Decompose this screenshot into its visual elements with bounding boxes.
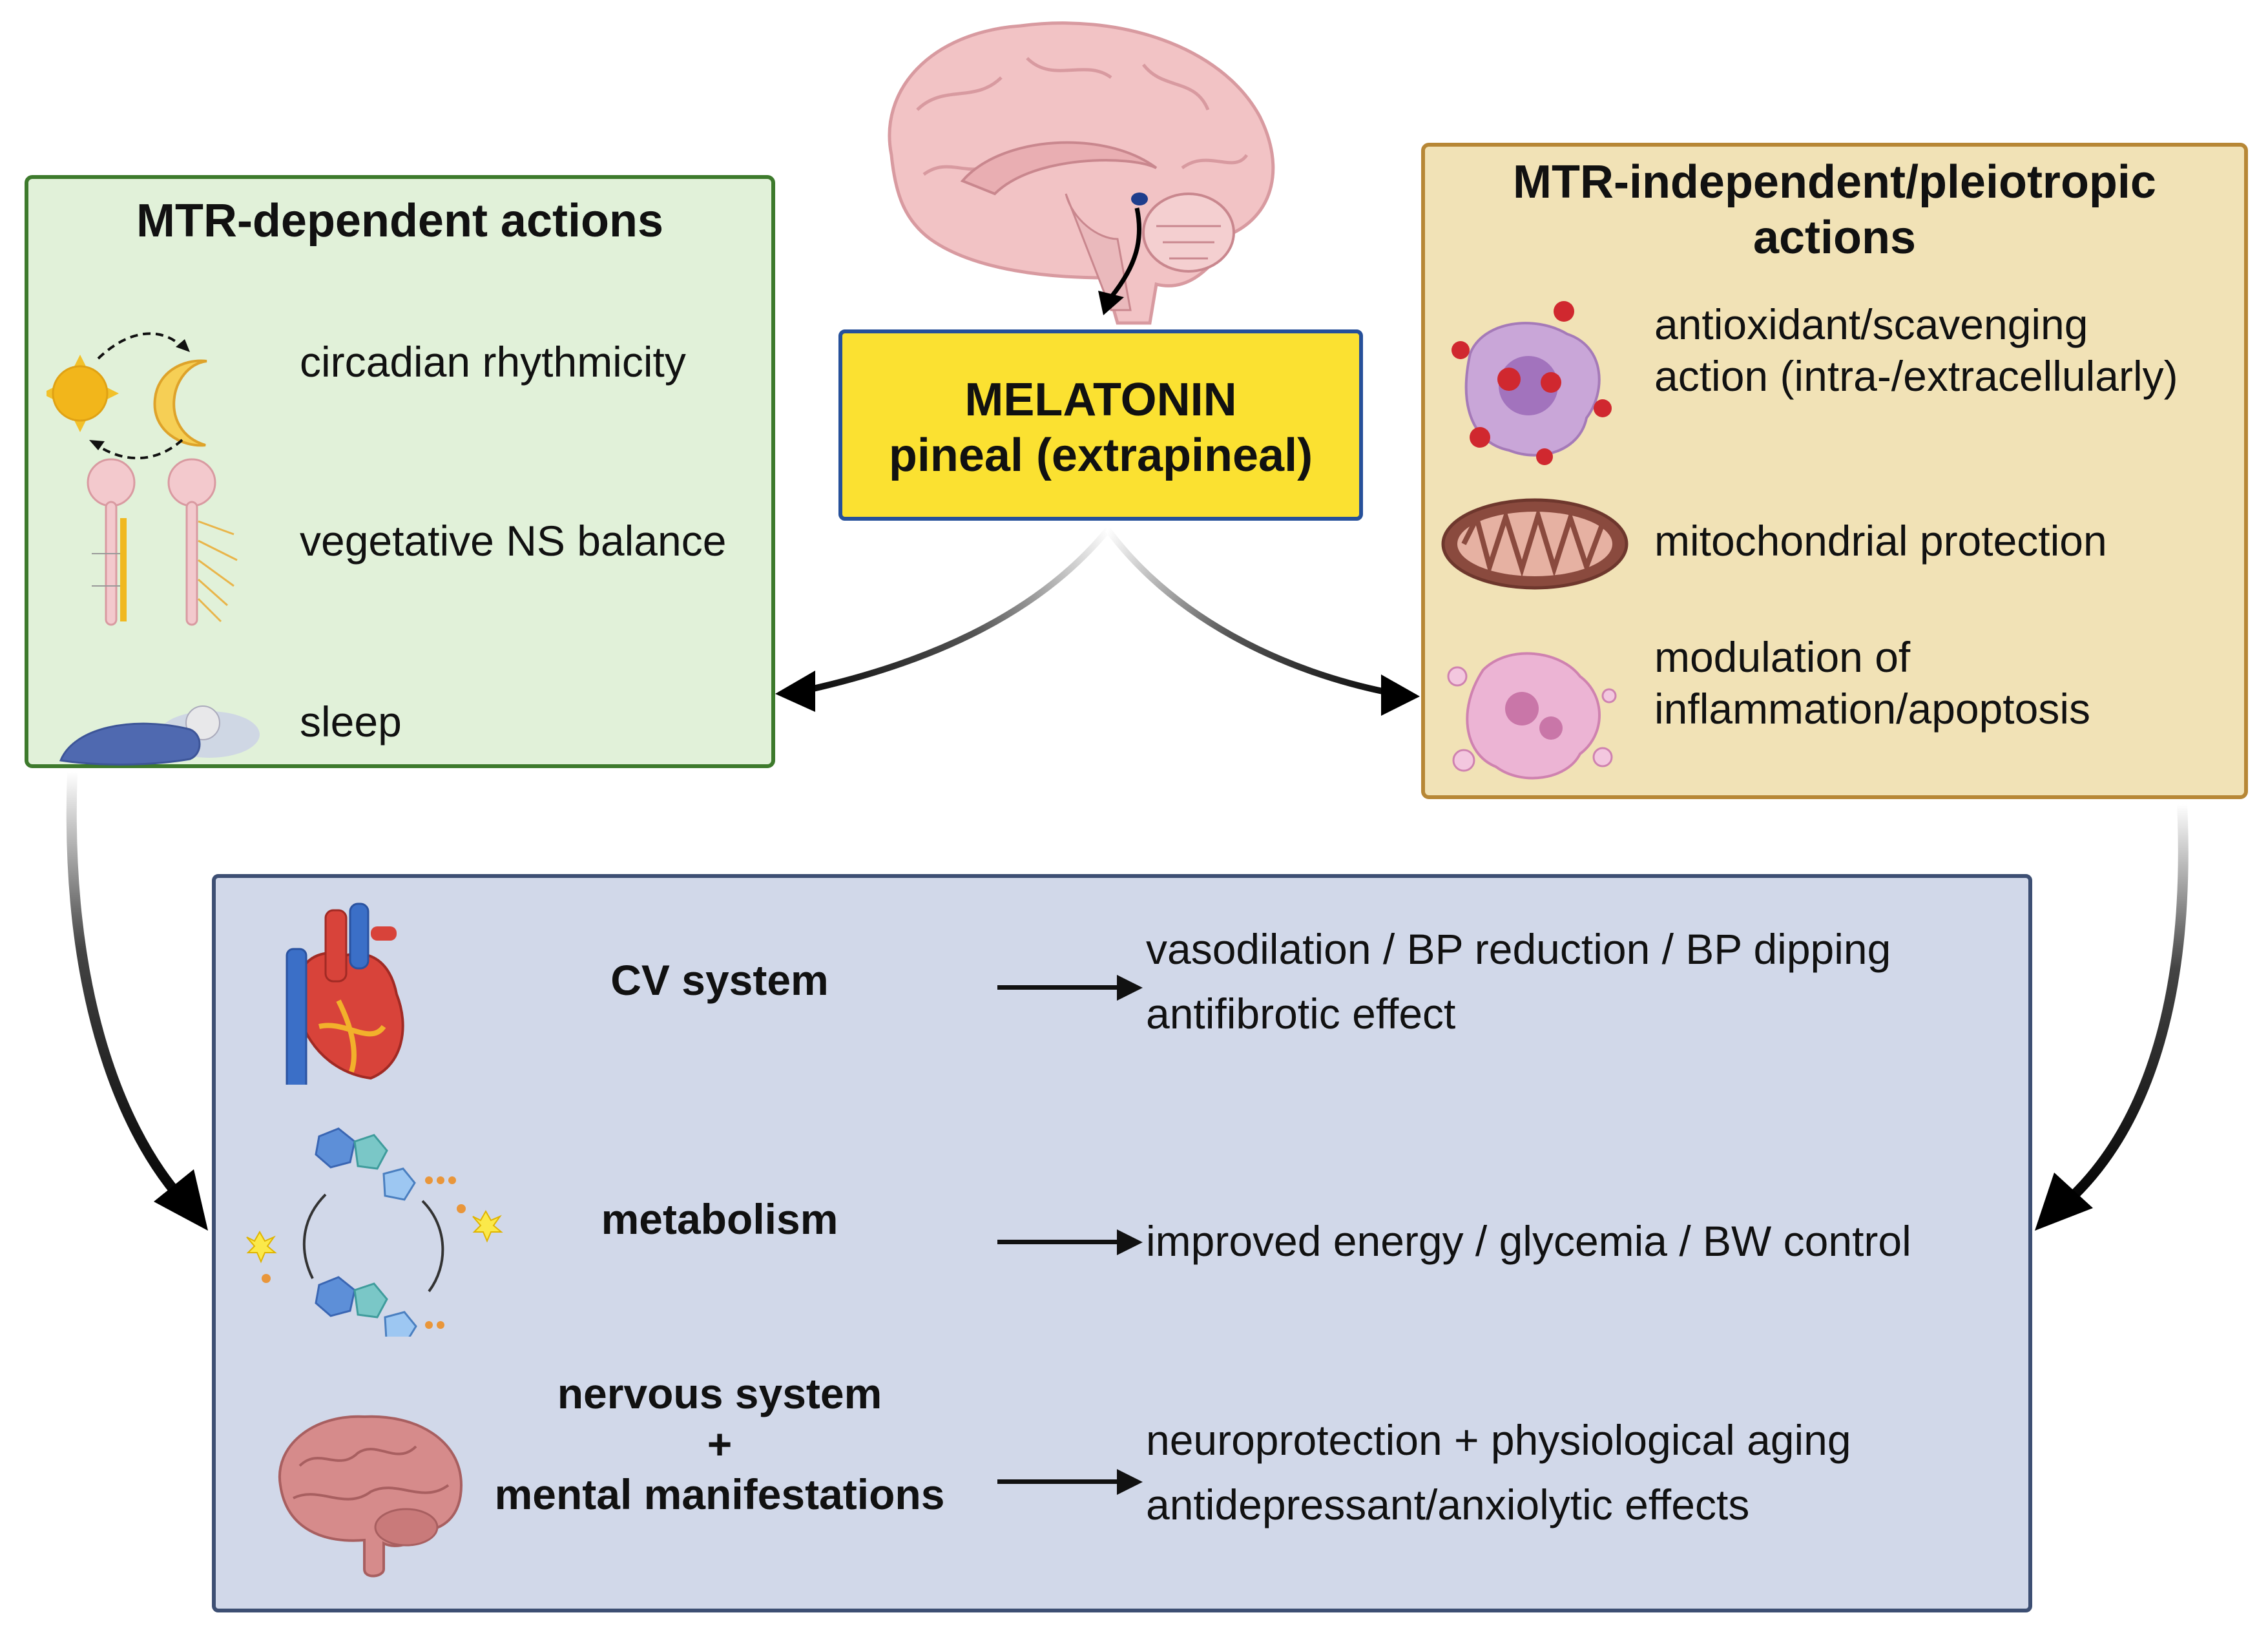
arrow-to-mtr-dependent [806, 527, 1110, 693]
mitochondrial-protection-label: mitochondrial protection [1654, 517, 2107, 565]
antioxidant-line2: action (intra-/extracellularly) [1654, 352, 2178, 400]
mitochondrion-icon [1441, 498, 1628, 590]
sleeping-person-icon [59, 705, 260, 766]
arrow-shaft-metabolism [997, 1240, 1123, 1244]
brain-icon [278, 1415, 463, 1578]
arrowhead-left [775, 671, 815, 712]
metabolic-cycle-icon [246, 1127, 503, 1337]
moon-icon [153, 359, 207, 447]
vegetative-ns-balance-label: vegetative NS balance [300, 517, 727, 565]
mtr-independent-title-line2: actions [1753, 212, 1917, 264]
nervous-effect-line2: antidepressant/anxiolytic effects [1146, 1481, 1750, 1528]
nervous-effect-line1: neuroprotection + physiological aging [1146, 1416, 1851, 1464]
arrowhead-cv [1117, 975, 1143, 1001]
mtr-independent-title-line1: MTR-independent/pleiotropic [1513, 156, 2156, 208]
sun-icon [47, 355, 119, 432]
arrow-left-to-bottom [66, 771, 185, 1202]
arrow-shaft-nervous [997, 1479, 1123, 1484]
arrowhead-bottom-left [154, 1169, 208, 1231]
arrowhead-right [1381, 674, 1420, 716]
antioxidant-line1: antioxidant/scavenging [1654, 300, 2088, 348]
nervous-system-label-line1: nervous system [557, 1370, 882, 1417]
cv-effect-line2: antifibrotic effect [1146, 990, 1456, 1038]
sleep-label: sleep [300, 698, 402, 746]
modulation-line2: inflammation/apoptosis [1654, 685, 2091, 733]
modulation-line1: modulation of [1654, 633, 1911, 681]
systemic-effects-panel: CV system vasodilation / BP reduction / … [212, 874, 2032, 1612]
melatonin-title: MELATONIN [964, 374, 1237, 426]
cv-system-label: CV system [610, 956, 829, 1004]
arrow-shaft-cv [997, 985, 1123, 990]
melatonin-box: MELATONIN pineal (extrapineal) [838, 329, 1363, 521]
mtr-independent-panel: MTR-independent/pleiotropic actions anti… [1421, 143, 2248, 799]
nervous-system-label-plus: + [707, 1420, 733, 1468]
brain-pineal-gland-icon [888, 21, 1275, 325]
arrow-to-mtr-independent [1105, 527, 1389, 696]
arrow-right-to-bottom [2063, 804, 2189, 1205]
apoptotic-cell-icon [1447, 652, 1617, 780]
circadian-rhythmicity-label: circadian rhythmicity [300, 338, 686, 386]
melatonin-subtitle: pineal (extrapineal) [888, 430, 1313, 481]
mtr-dependent-title: MTR-dependent actions [136, 195, 663, 247]
sun-moon-cycle-icon [47, 332, 207, 460]
metabolism-label: metabolism [601, 1195, 838, 1243]
pineal-gland-dot [1131, 193, 1148, 205]
cv-effect-line1: vasodilation / BP reduction / BP dipping [1146, 925, 1891, 973]
cell-with-free-radicals-icon [1451, 301, 1612, 465]
metabolism-effect-line1: improved energy / glycemia / BW control [1146, 1217, 1911, 1265]
nervous-system-label-line3: mental manifestations [494, 1470, 945, 1518]
arrowhead-nervous [1117, 1469, 1143, 1495]
mtr-dependent-panel: MTR-dependent actions circadian rhythmic… [25, 175, 775, 768]
arrowhead-metabolism [1117, 1229, 1143, 1255]
spinal-cord-nervous-system-icon [87, 458, 238, 626]
heart-icon [286, 902, 404, 1085]
arrowhead-bottom-right [2035, 1173, 2093, 1231]
